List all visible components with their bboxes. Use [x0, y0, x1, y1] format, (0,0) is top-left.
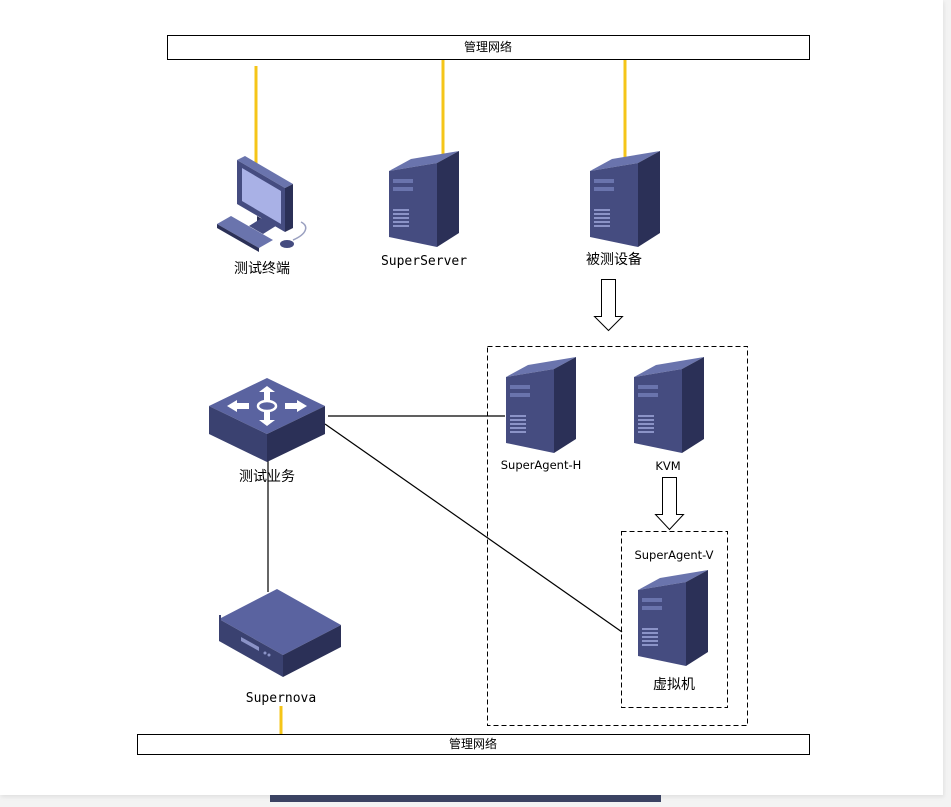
network-bar	[167, 35, 810, 60]
dut-detail-box	[487, 346, 748, 726]
management-links	[254, 60, 627, 736]
vm-detail-box	[621, 531, 728, 708]
tower-server-icon	[590, 151, 660, 247]
rack-appliance-icon	[219, 589, 341, 677]
bottom-management-network: 管理网络	[137, 734, 810, 755]
device-label: 虚拟机	[653, 677, 695, 693]
data-links	[267, 415, 623, 633]
super-agent-h: SuperAgent-H	[501, 357, 582, 472]
network-label: 管理网络	[449, 736, 497, 751]
kvm: KVM	[634, 357, 704, 473]
device-label: SuperServer	[381, 254, 467, 269]
network-switch-icon	[209, 378, 325, 462]
device-label: KVM	[655, 459, 680, 473]
device-label: Supernova	[246, 691, 316, 706]
device-label: 测试终端	[234, 261, 290, 277]
vm-agent-label: SuperAgent-V	[634, 548, 713, 562]
supernova: Supernova	[219, 589, 341, 706]
super-server: SuperServer	[381, 151, 467, 269]
virtual-machine: 虚拟机	[638, 570, 708, 693]
service-to-vm-link	[324, 423, 623, 633]
network-bar	[137, 734, 810, 755]
diagram-card	[0, 0, 943, 795]
test-service: 测试业务	[209, 378, 325, 485]
hollow-down-arrow-icon	[654, 477, 685, 531]
tower-server-icon	[506, 357, 576, 453]
top-management-network: 管理网络	[167, 35, 810, 60]
device-label: 被测设备	[586, 251, 642, 268]
hollow-down-arrow-icon	[593, 279, 624, 332]
test-terminal: 测试终端	[217, 156, 307, 277]
bottom-scroll-bar[interactable]	[270, 795, 661, 802]
device-label: SuperAgent-H	[501, 458, 582, 472]
device-under-test: 被测设备	[586, 151, 660, 268]
tower-server-icon	[389, 151, 459, 247]
tower-server-icon	[634, 357, 704, 453]
desktop-computer-icon	[217, 156, 307, 252]
network-label: 管理网络	[464, 39, 512, 54]
tower-server-icon	[638, 570, 708, 666]
device-label: 测试业务	[239, 469, 295, 485]
